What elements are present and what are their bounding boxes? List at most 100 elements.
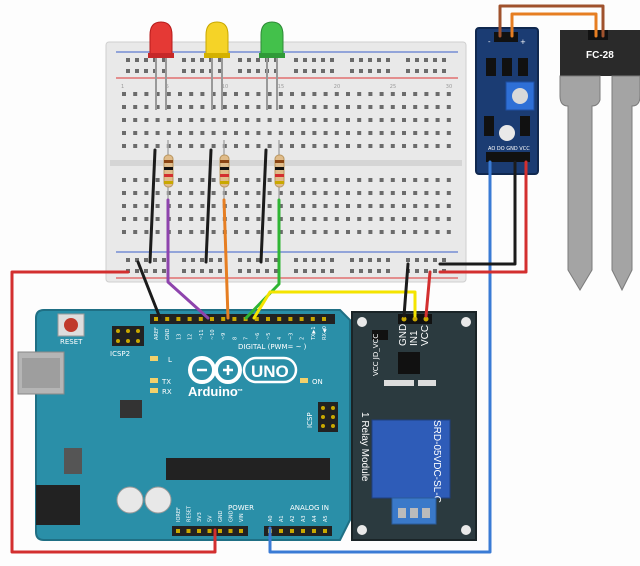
rail-hole	[424, 269, 428, 273]
small-chip	[120, 400, 142, 418]
bb-hole	[200, 131, 205, 135]
bb-hole	[357, 217, 362, 221]
wires	[10, 4, 605, 554]
sensor-plus: +	[520, 38, 526, 46]
bb-hole	[133, 144, 138, 148]
bb-hole	[166, 105, 171, 109]
bb-hole	[346, 204, 350, 208]
bb-hole	[133, 92, 138, 96]
bb-hole	[234, 131, 238, 135]
relay-pin-gnd: GND	[398, 324, 409, 346]
digital-pin	[221, 317, 226, 321]
resistor-2	[219, 140, 230, 200]
bb-hole	[390, 217, 395, 221]
rail-hole	[135, 269, 139, 273]
bb-hole	[133, 191, 138, 195]
digital-pin-label: TX▶1	[311, 326, 317, 341]
bb-hole	[122, 217, 126, 221]
rail-hole	[377, 69, 381, 73]
rail-hole	[377, 269, 381, 273]
bb-hole	[334, 118, 339, 122]
rail-hole	[218, 258, 222, 262]
bb-hole	[334, 105, 339, 109]
bb-hole	[413, 217, 418, 221]
bb-hole	[211, 230, 216, 234]
bb-hole	[178, 118, 182, 122]
bb-hole	[413, 204, 418, 208]
rail-hole	[135, 258, 139, 262]
rail-hole	[238, 69, 242, 73]
rail-hole	[312, 258, 316, 262]
rail-hole	[424, 69, 428, 73]
bb-hole	[133, 178, 138, 182]
bb-hole	[334, 131, 339, 135]
wire-black-led2	[204, 148, 213, 264]
bb-hole	[144, 217, 149, 221]
digital-pin	[176, 317, 181, 321]
bb-hole	[245, 105, 250, 109]
bb-hole	[346, 144, 350, 148]
bb-hole	[189, 191, 194, 195]
wire-black-relay-gnd	[402, 262, 410, 318]
sensor-minus: -	[488, 38, 491, 46]
fc28-probe: FC-28	[559, 30, 640, 292]
bb-hole	[122, 92, 126, 96]
rail-hole	[368, 69, 372, 73]
bb-hole	[424, 217, 429, 221]
rail-hole	[442, 69, 446, 73]
bb-hole	[122, 204, 126, 208]
rail-hole	[200, 258, 204, 262]
power-pin-label: VIN	[239, 513, 245, 522]
led-l-label: L	[168, 356, 172, 364]
digital-pin	[310, 317, 315, 321]
bb-hole	[323, 144, 328, 148]
bb-hole	[189, 217, 194, 221]
bb-hole	[312, 191, 317, 195]
bb-hole	[379, 178, 384, 182]
bb-hole	[413, 131, 418, 135]
analog-label: ANALOG IN	[290, 504, 329, 512]
bb-hole	[413, 144, 418, 148]
rail-hole	[135, 69, 139, 73]
bb-hole	[234, 118, 238, 122]
rail-hole	[386, 269, 390, 273]
power-pin-label: GND	[229, 510, 235, 522]
bb-hole	[200, 118, 205, 122]
analog-pin	[290, 529, 294, 533]
bb-hole	[278, 105, 283, 109]
bb-hole	[390, 118, 395, 122]
power-pin	[207, 529, 212, 533]
bb-hole	[155, 105, 160, 109]
bb-hole	[368, 178, 373, 182]
rail-hole	[247, 58, 251, 62]
bb-hole	[435, 230, 440, 234]
bb-hole	[301, 178, 306, 182]
rail-hole	[274, 269, 278, 273]
rail-hole	[377, 58, 381, 62]
bb-hole	[178, 105, 182, 109]
bb-hole	[278, 230, 283, 234]
rail-hole	[415, 58, 419, 62]
bb-hole	[133, 230, 138, 234]
bb-hole	[211, 204, 216, 208]
bb-hole	[301, 92, 306, 96]
relay-pin-vcc: VCC	[420, 325, 431, 346]
rail-hole	[386, 69, 390, 73]
bb-hole	[413, 230, 418, 234]
digital-pin-label: ~3	[288, 333, 294, 340]
rail-hole	[218, 69, 222, 73]
bb-hole	[424, 204, 429, 208]
rail-hole	[265, 269, 269, 273]
rail-hole	[368, 269, 372, 273]
rail-hole	[330, 258, 334, 262]
wire-black-led3	[259, 148, 268, 264]
bb-hole	[211, 217, 216, 221]
bb-hole	[413, 105, 418, 109]
bb-hole	[390, 92, 395, 96]
rail-hole	[247, 258, 251, 262]
bb-hole	[402, 105, 406, 109]
bb-hole	[390, 230, 395, 234]
bb-hole	[290, 105, 294, 109]
